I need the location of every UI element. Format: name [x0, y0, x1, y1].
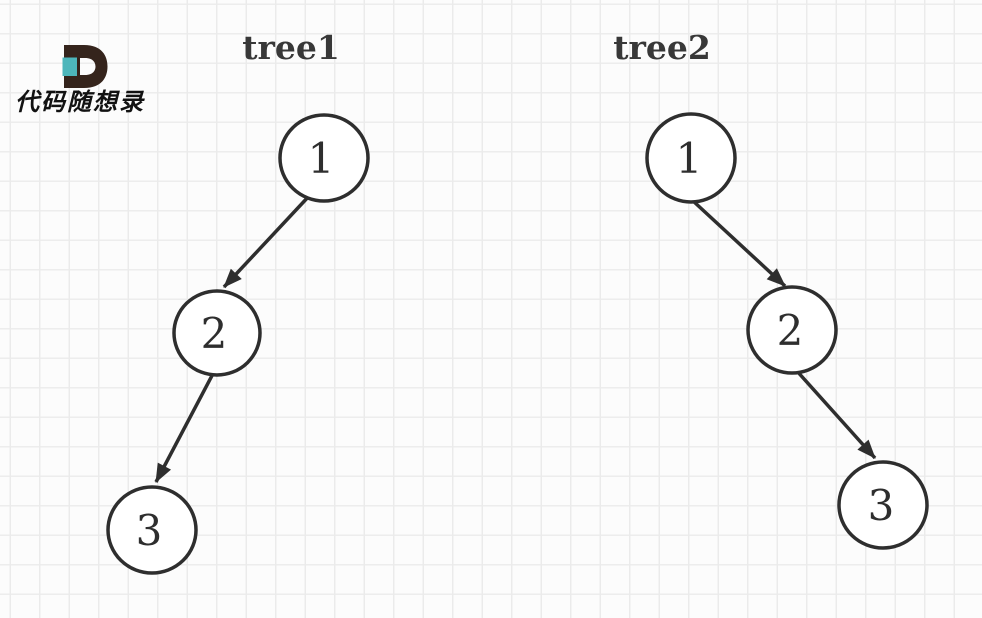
tree2-node-3-circle — [837, 460, 929, 550]
tree2-node-1-circle — [645, 112, 737, 204]
tree2-title: tree2 — [613, 28, 711, 67]
tree2-node-2-label: 2 — [777, 306, 804, 355]
tree2-group: tree2 1 2 3 — [613, 28, 929, 550]
tree1-edge-2-3 — [154, 367, 218, 483]
tree1-node-3-circle — [106, 485, 198, 575]
logo-d-icon — [64, 45, 108, 88]
tree2-edge-2-3 — [794, 368, 877, 460]
brand-logo: 代码随想录 — [15, 45, 145, 116]
tree1-edge-1-2 — [222, 193, 312, 289]
tree1-group: tree1 1 2 3 — [106, 28, 370, 575]
tree2-node-2-circle — [746, 285, 838, 375]
tree2-node-1-label: 1 — [676, 134, 703, 183]
tree1-title: tree1 — [242, 28, 340, 67]
tree1-node-1-circle — [278, 113, 370, 203]
tree2-edge-1-2 — [690, 198, 787, 288]
logo-accent-rect — [62, 57, 77, 76]
tree1-node-2-circle — [172, 289, 262, 377]
brand-name: 代码随想录 — [15, 88, 145, 116]
tree2-node-3-label: 3 — [868, 481, 895, 530]
tree1-node-2-label: 2 — [201, 309, 228, 358]
tree1-node-1-label: 1 — [308, 134, 335, 183]
tree1-node-3-label: 3 — [136, 506, 163, 555]
